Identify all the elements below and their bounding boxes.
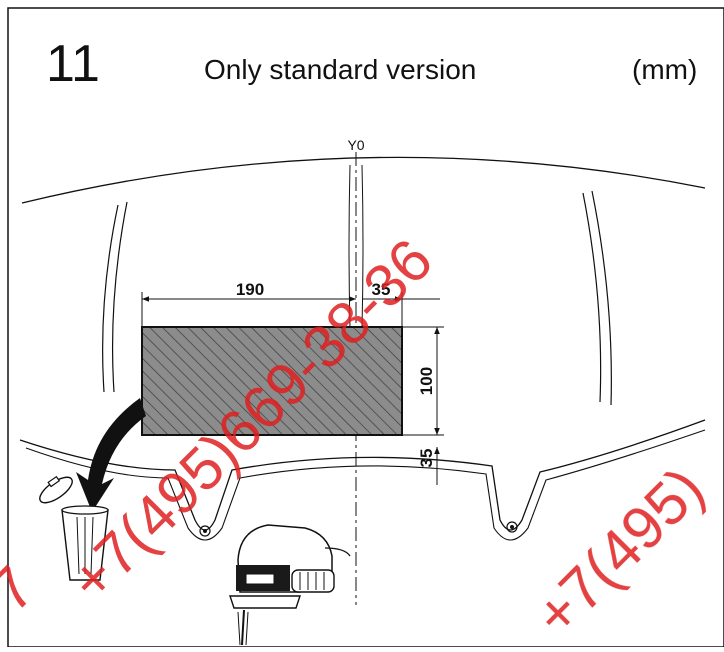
a-pillar-left-outer <box>102 204 119 393</box>
cut-out-area <box>141 326 403 436</box>
step-number: 11 <box>46 35 100 93</box>
mount-hole-right <box>506 521 518 533</box>
trash-bin-icon <box>39 475 109 581</box>
dim-label-height: 100 <box>417 367 436 395</box>
dashboard-outline-inner <box>25 429 706 541</box>
a-pillar-right-outer <box>591 190 612 406</box>
a-pillar-left-inner <box>111 201 128 393</box>
dashboard-outline-outer <box>19 419 706 531</box>
dim-label-offset-bottom: 35 <box>417 449 436 468</box>
watermark-right: +7(495) <box>522 454 717 647</box>
dim-label-width-right: 35 <box>372 280 391 299</box>
center-strip <box>348 164 364 329</box>
a-pillar-right-inner <box>582 192 602 403</box>
mount-hole-right-center <box>510 525 514 529</box>
watermark-left: +7 <box>0 553 48 647</box>
windshield-top-edge <box>21 156 706 204</box>
step-title: Only standard version <box>204 54 477 85</box>
unit-label: (mm) <box>632 54 698 85</box>
axis-label: Y0 <box>347 137 364 153</box>
remove-arrow-icon <box>76 398 146 512</box>
dim-label-width-left: 190 <box>236 280 264 299</box>
mount-hole-left <box>199 525 211 537</box>
jigsaw-icon <box>229 524 351 646</box>
mount-hole-left-center <box>203 529 207 533</box>
